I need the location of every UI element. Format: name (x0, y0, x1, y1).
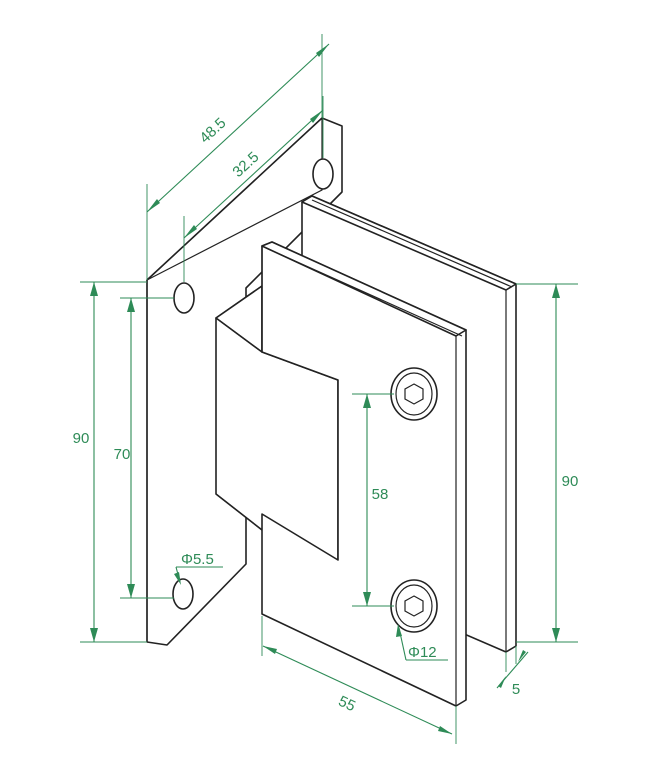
dimension-label-5: 5 (512, 681, 520, 698)
dimension-label-phi-5-5: Φ5.5 (181, 551, 214, 568)
dimension-label-58: 58 (372, 486, 389, 503)
dimension-label-90-right: 90 (562, 473, 579, 490)
dimension-label-55: 55 (336, 693, 358, 715)
screw-bottom (390, 579, 438, 633)
wall-hole-top-right (312, 158, 334, 190)
dimension-58: 58 (352, 393, 394, 607)
dimension-5: 5 (496, 646, 529, 698)
dimension-90-left: 90 (73, 281, 147, 643)
dimension-55: 55 (261, 616, 457, 744)
dimension-70: 70 (114, 297, 174, 599)
wall-hole-bottom-left (172, 578, 194, 610)
screw-top (390, 367, 438, 421)
wall-hole-top-left (173, 282, 195, 314)
dimension-label-phi-12: Φ12 (408, 644, 437, 661)
dimension-phi-5-5: Φ5.5 (174, 551, 223, 585)
dimension-label-70: 70 (114, 446, 131, 463)
dimension-label-32-5: 32.5 (229, 149, 262, 181)
dimension-label-90-left: 90 (73, 430, 90, 447)
dimension-90-right: 90 (516, 283, 579, 643)
dimension-label-48-5: 48.5 (196, 115, 229, 147)
dimension-phi-12: Φ12 (396, 624, 448, 661)
